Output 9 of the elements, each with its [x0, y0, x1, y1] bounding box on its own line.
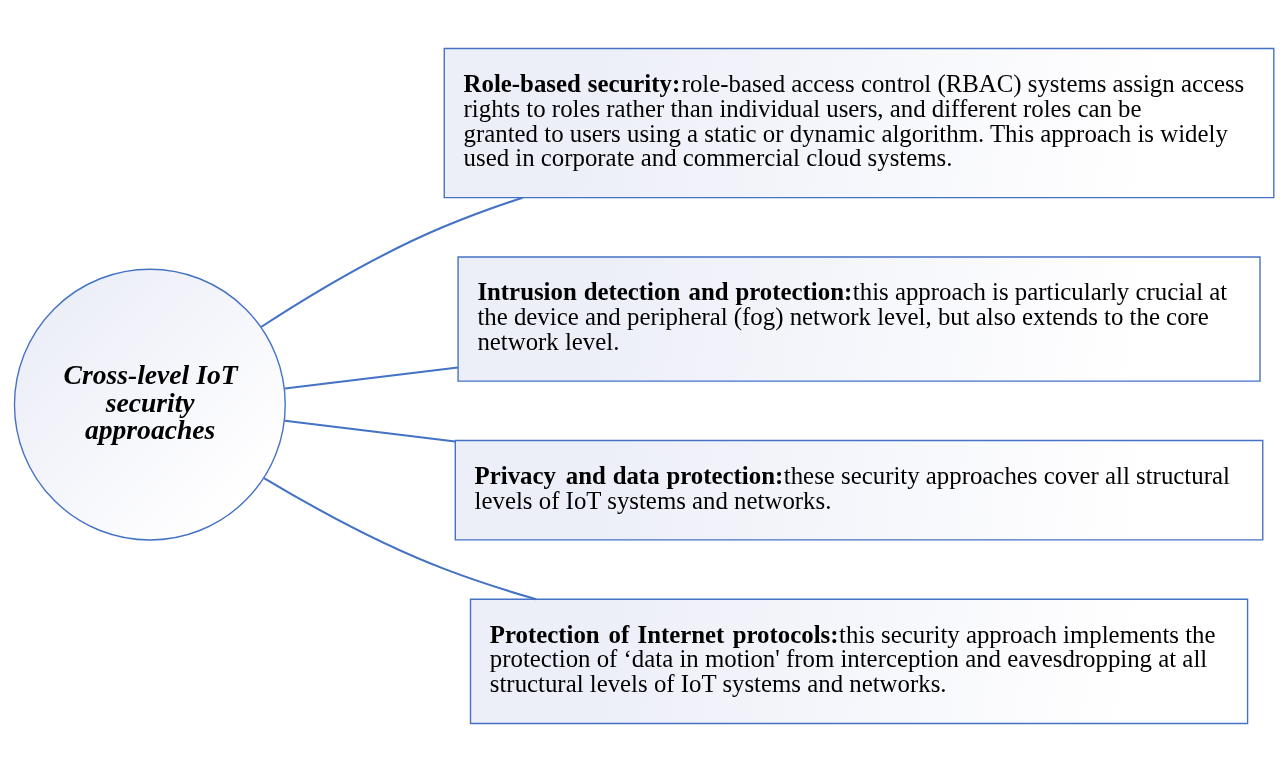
node-circle: Cross-level IoT security approaches: [13, 268, 286, 541]
node-box: Privacy and data protection:these security approaches cover all structural levels of IoT systems and networks.: [454, 439, 1264, 541]
connector: [284, 365, 458, 389]
node-box: Protection of Internet protocols:this security approach implements the protection of ‘data in motion' from interception and eavesdropping at all structural levels of IoT systems and networks.: [469, 598, 1249, 724]
node-box: Role-based security:role-based access control (RBAC) systems assign access rights to roles rather than individual users, and different roles can be granted to users using a static or dynamic algorithm. This approach is widely used in corporate and commercial cloud systems.: [443, 47, 1275, 198]
node-box: Intrusion detection and protection:this approach is particularly crucial at the device and peripheral (fog) network level, but also extends to the core network level.: [457, 255, 1261, 382]
connector: [260, 196, 523, 328]
connector: [263, 476, 537, 600]
connector: [284, 419, 456, 442]
